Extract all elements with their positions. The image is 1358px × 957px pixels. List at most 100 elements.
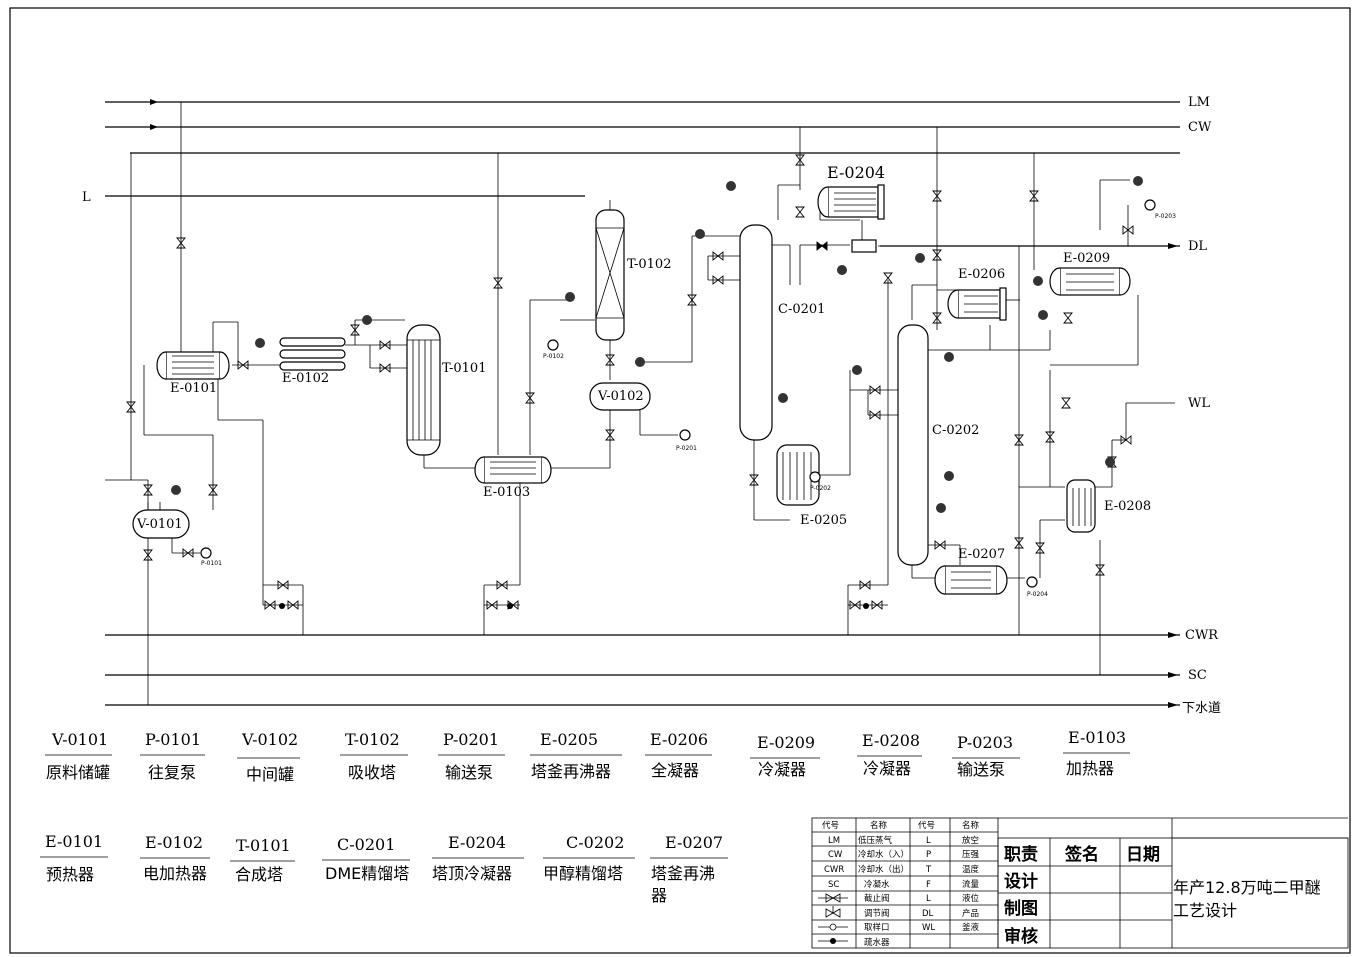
tag-e0103: E-0103: [483, 485, 530, 500]
tag-v0101: V-0101: [136, 517, 183, 532]
svg-text:T: T: [925, 865, 932, 875]
tag-e0204: E-0204: [827, 163, 885, 182]
label-lm: LM: [1188, 95, 1210, 110]
svg-text:输送泵: 输送泵: [957, 760, 1005, 779]
tag-v0102: V-0102: [597, 389, 644, 404]
heat-exchanger-e0101: [156, 351, 230, 380]
svg-text:CW: CW: [828, 850, 843, 860]
instruments: [171, 176, 1143, 609]
label-sc: SC: [1188, 668, 1207, 683]
label-sewer: 下水道: [1182, 701, 1221, 716]
svg-text:E-0208: E-0208: [862, 731, 920, 750]
tag-p0102: P-0102: [543, 353, 564, 360]
tag-e0209: E-0209: [1063, 251, 1110, 266]
svg-text:E-0207: E-0207: [665, 833, 723, 852]
svg-text:L: L: [926, 894, 931, 904]
tag-e0206: E-0206: [958, 267, 1005, 282]
svg-text:低压蒸气: 低压蒸气: [858, 835, 893, 846]
utility-lines: [105, 99, 1180, 708]
pump-p0101: [200, 547, 212, 559]
svg-text:DL: DL: [922, 909, 934, 919]
tag-p0204: P-0204: [1027, 591, 1048, 598]
equipment-list-row1: V-0101 原料储罐 P-0101 往复泵 V-0102 中间罐 T-0102…: [45, 728, 1130, 784]
condenser-e0204: [817, 184, 885, 253]
svg-text:E-0209: E-0209: [757, 733, 815, 752]
label-wl: WL: [1188, 396, 1210, 411]
svg-text:压强: 压强: [962, 850, 980, 860]
svg-text:P-0201: P-0201: [443, 730, 499, 749]
tag-c0202: C-0202: [932, 423, 979, 438]
heat-exchanger-e0103: [474, 456, 552, 484]
svg-text:冷却水（入）: 冷却水（入）: [858, 849, 909, 860]
title-row-review: 审核: [1004, 926, 1038, 947]
svg-text:塔顶冷凝器: 塔顶冷凝器: [432, 864, 512, 883]
svg-text:取样口: 取样口: [864, 922, 890, 933]
label-l: L: [82, 190, 91, 205]
svg-text:电加热器: 电加热器: [143, 864, 207, 883]
tag-t0102: T-0102: [627, 257, 671, 272]
svg-text:E-0102: E-0102: [145, 833, 203, 852]
tag-p0203: P-0203: [1155, 213, 1176, 220]
svg-text:T-0101: T-0101: [236, 836, 291, 855]
svg-text:中间罐: 中间罐: [246, 765, 294, 784]
vessel-v0102: [589, 382, 651, 411]
tag-c0201: C-0201: [778, 302, 825, 317]
svg-text:合成塔: 合成塔: [235, 865, 283, 884]
svg-text:E-0204: E-0204: [448, 833, 506, 852]
svg-text:冷凝水: 冷凝水: [864, 879, 890, 890]
tag-e0207: E-0207: [958, 547, 1005, 562]
svg-text:V-0101: V-0101: [51, 730, 108, 749]
svg-text:输送泵: 输送泵: [445, 763, 493, 782]
condenser-e0208: [1066, 479, 1096, 533]
svg-text:温度: 温度: [962, 864, 980, 875]
svg-text:代号: 代号: [822, 820, 839, 831]
reboiler-e0207: [934, 565, 1008, 595]
svg-text:釜液: 釜液: [962, 922, 980, 933]
svg-text:P-0101: P-0101: [145, 730, 201, 749]
svg-text:塔釜再沸: 塔釜再沸: [651, 864, 715, 883]
reactor-t0101: [406, 324, 441, 456]
svg-text:疏水器: 疏水器: [864, 937, 890, 948]
project-title-line2: 工艺设计: [1173, 901, 1237, 920]
title-row-design: 设计: [1004, 871, 1038, 892]
condenser-e0206: [947, 287, 1007, 321]
svg-text:E-0101: E-0101: [45, 832, 103, 851]
heater-e0102: [279, 337, 346, 371]
svg-text:冷凝器: 冷凝器: [863, 759, 911, 778]
title-col-date: 日期: [1126, 845, 1160, 865]
svg-text:放空: 放空: [962, 835, 979, 846]
svg-text:器: 器: [651, 886, 667, 905]
tag-e0205: E-0205: [800, 513, 847, 528]
svg-text:P-0203: P-0203: [957, 733, 1013, 752]
svg-text:冷凝器: 冷凝器: [758, 760, 806, 779]
legend-table: 代号 名称 代号 名称 LM 低压蒸气 L 放空 CW 冷却水（入） P 压强 …: [811, 817, 999, 949]
absorber-t0102: [595, 200, 625, 341]
column-c0202: [897, 324, 929, 566]
svg-text:调节阀: 调节阀: [864, 909, 890, 919]
tag-p0101: P-0101: [201, 560, 222, 567]
label-cwr: CWR: [1185, 628, 1219, 643]
svg-text:塔釜再沸器: 塔釜再沸器: [531, 762, 611, 781]
svg-text:加热器: 加热器: [1066, 759, 1114, 778]
svg-text:DME精馏塔: DME精馏塔: [325, 864, 409, 883]
svg-text:V-0102: V-0102: [241, 730, 298, 749]
svg-text:流量: 流量: [962, 879, 980, 890]
svg-text:往复泵: 往复泵: [148, 763, 196, 782]
title-block: [997, 817, 1349, 949]
tag-p0202: P-0202: [810, 485, 831, 492]
svg-text:E-0206: E-0206: [650, 730, 708, 749]
svg-text:全凝器: 全凝器: [651, 761, 699, 780]
equipment-list-row2: E-0101 预热器 E-0102 电加热器 T-0101 合成塔 C-0201…: [40, 832, 728, 905]
title-col-sign: 签名: [1064, 844, 1099, 865]
svg-text:液位: 液位: [962, 893, 980, 904]
svg-text:F: F: [926, 880, 931, 890]
svg-text:名称: 名称: [962, 820, 980, 831]
pump-p0201: [679, 429, 691, 441]
svg-text:截止阀: 截止阀: [864, 893, 890, 904]
title-row-drawing: 制图: [1004, 898, 1038, 919]
valves: [126, 154, 1134, 610]
condenser-e0209: [1049, 267, 1131, 296]
svg-text:LM: LM: [828, 836, 840, 846]
title-row-role: 职责: [1004, 845, 1038, 865]
